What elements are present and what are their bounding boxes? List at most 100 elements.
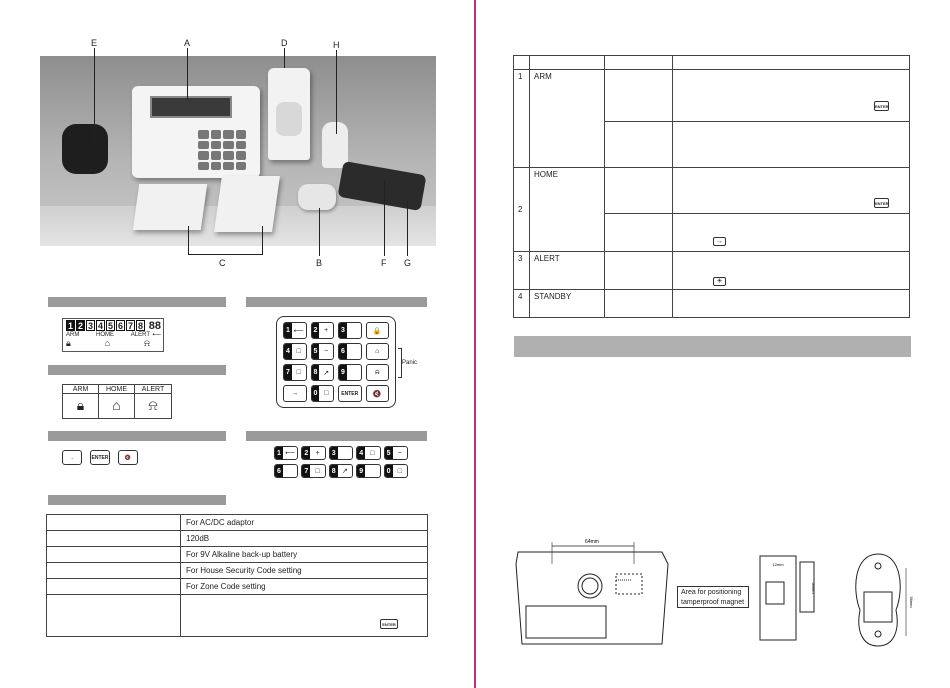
header-cell xyxy=(672,55,910,70)
key-number: 2 xyxy=(302,447,311,459)
leader-c-right xyxy=(262,226,263,254)
key-5[interactable]: 5− xyxy=(310,343,334,360)
dim-top: 64mm xyxy=(585,539,599,545)
dim-side-w: 12mm xyxy=(772,562,784,567)
row-cell xyxy=(604,289,673,318)
table-row: For Zone Code setting xyxy=(46,578,428,595)
mode-header-home: HOME xyxy=(99,385,134,394)
label-f: F xyxy=(381,258,387,268)
arrow-key-icon: → xyxy=(713,237,726,246)
key-number: 7 xyxy=(284,365,292,380)
key-9[interactable]: 9 xyxy=(356,464,381,478)
remote-fob-image xyxy=(298,184,336,210)
row-cell xyxy=(672,289,910,318)
key-number: 8 xyxy=(311,365,320,380)
spec-name xyxy=(46,546,181,563)
key-6[interactable]: 6 xyxy=(274,464,299,478)
key-3[interactable]: 3 xyxy=(328,446,354,460)
enter-key[interactable]: ENTER xyxy=(90,450,110,465)
key-7[interactable]: 7□ xyxy=(283,364,307,381)
key-1[interactable]: 1⟵ xyxy=(283,322,307,339)
lcd-digit: 5 xyxy=(106,320,115,331)
key-2[interactable]: 2+ xyxy=(301,446,326,460)
key-1[interactable]: 1⟵ xyxy=(274,446,299,460)
key-4[interactable]: 4□ xyxy=(283,343,307,360)
panic-label: Panic xyxy=(402,360,418,366)
label-c: C xyxy=(219,258,226,268)
lcd-mode-arm: ARM xyxy=(66,332,80,338)
lock-icon: 🔒︎ xyxy=(76,397,85,413)
enter-key-icon: ENTER xyxy=(874,100,889,111)
keypad: 1⟵2+3🔒4□5−6⌂7□8↗9⍾→0□ENTER🔇 xyxy=(276,316,396,408)
key-9[interactable]: 9 xyxy=(338,364,362,381)
leader-e xyxy=(94,48,95,140)
key-5[interactable]: 5− xyxy=(383,446,408,460)
spec-name xyxy=(46,562,181,579)
mode-header-alert: ALERT xyxy=(135,385,171,394)
key-8[interactable]: 8↗ xyxy=(310,364,334,381)
key-0[interactable]: 0□ xyxy=(310,385,334,402)
lcd-88: 88 xyxy=(148,320,161,332)
key-number: 9 xyxy=(357,465,366,477)
leader-a xyxy=(187,48,188,100)
spec-value: For Zone Code setting xyxy=(180,578,428,595)
section-bar-keypad xyxy=(246,297,427,307)
bell-icon: ⍾ xyxy=(148,397,158,413)
key-4[interactable]: 4□ xyxy=(356,446,381,460)
label-e: E xyxy=(91,38,98,48)
home-icon: ⌂ xyxy=(112,397,121,413)
key-number: 4 xyxy=(284,344,292,359)
key-number: 1 xyxy=(275,447,283,459)
key-number: 8 xyxy=(329,465,338,477)
dim-bracket: 56mm xyxy=(909,596,914,608)
control-panel-diagram: 64mm xyxy=(515,539,669,645)
lcd-mode-alert: ALERT xyxy=(130,332,150,338)
function-key[interactable]: ⍾ xyxy=(365,364,389,381)
key-symbol: □ xyxy=(315,467,320,475)
row-cell xyxy=(604,213,673,252)
key-number: 0 xyxy=(311,386,320,401)
function-key[interactable]: 🔇 xyxy=(365,385,389,402)
function-key[interactable]: → xyxy=(283,385,307,402)
section-bar-numeric-keys xyxy=(246,431,427,441)
key-3[interactable]: 3 xyxy=(338,322,362,339)
key-6[interactable]: 6 xyxy=(338,343,362,360)
row-mode: HOME xyxy=(529,167,605,252)
light-key-icon: ☀ xyxy=(713,277,726,286)
function-keys: → ENTER 🔇 xyxy=(62,450,138,465)
key-number: 6 xyxy=(275,465,283,477)
key-8[interactable]: 8↗ xyxy=(328,464,354,478)
key-symbol: ENTER xyxy=(341,390,359,397)
header-cell xyxy=(529,55,605,70)
key-7[interactable]: 7□ xyxy=(301,464,326,478)
function-key[interactable]: ENTER xyxy=(338,385,362,402)
table-row: 2 HOME ENTER xyxy=(513,167,910,252)
key-0[interactable]: 0□ xyxy=(383,464,408,478)
key-2[interactable]: 2+ xyxy=(310,322,334,339)
section-bar-lcd xyxy=(48,297,226,307)
label-d: D xyxy=(281,38,288,48)
mode-indicator-panel: ARM🔒︎ HOME⌂ ALERT⍾ xyxy=(62,384,172,419)
lcd-digit: 8 xyxy=(136,320,145,331)
key-symbol: − xyxy=(324,348,329,355)
dim-side-h: 60mm xyxy=(811,582,816,594)
table-row: → xyxy=(514,213,910,252)
lock-icon: 🔒︎ xyxy=(66,338,71,348)
mute-key[interactable]: 🔇 xyxy=(118,450,138,465)
control-panel-keypad xyxy=(198,130,246,170)
section-bar-function-keys xyxy=(48,431,226,441)
spec-value: For House Security Code setting xyxy=(180,562,428,579)
arrow-key[interactable]: → xyxy=(62,450,82,465)
row-mode: STANDBY xyxy=(529,289,605,318)
leader-h xyxy=(336,50,337,134)
door-contact-diagram: 12mm 60mm xyxy=(759,555,816,641)
key-symbol: ↗ xyxy=(323,369,330,377)
section-bar-mode xyxy=(48,365,226,375)
lcd-display: 1 2 3 4 5 6 7 8 ARM HOME ALERT 🔒︎ ⌂ ⍾ 88… xyxy=(62,318,164,352)
function-key[interactable]: ⌂ xyxy=(365,343,389,360)
row-number: 3 xyxy=(513,251,530,290)
lcd-digit: 4 xyxy=(96,320,105,331)
leader-c-base xyxy=(188,254,263,255)
function-key[interactable]: 🔒 xyxy=(365,322,389,339)
